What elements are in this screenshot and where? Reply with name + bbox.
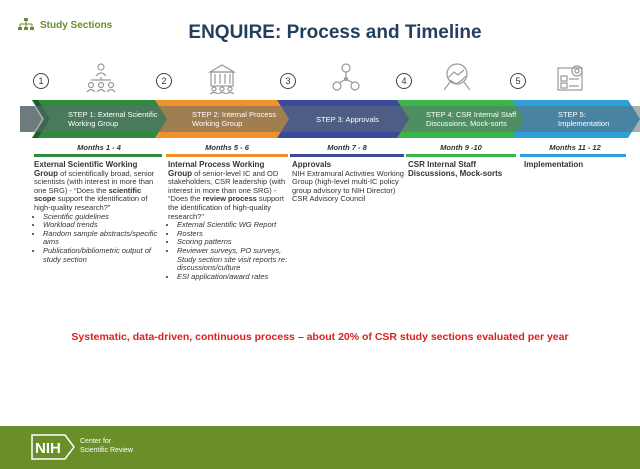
footer-line-2: Scientific Review (80, 447, 133, 454)
step-1-label-line2: Working Group (68, 119, 119, 128)
step-4-months: Month 9 -10 (440, 143, 482, 152)
slide-content: Study Sections ENQUIRE: Process and Time… (0, 0, 640, 426)
step-4-label: STEP 4: CSR Internal Staff Discussions, … (426, 110, 516, 128)
step-3-label: STEP 3: Approvals (316, 115, 379, 124)
column-2-heading: Internal Process Working Group (168, 160, 265, 178)
list-item: Random sample abstracts/specific aims (43, 229, 162, 247)
step-5-months: Months 11 - 12 (549, 143, 601, 152)
column-1-bold: scientific scope (34, 185, 142, 204)
step-3-number: 3 (280, 73, 296, 89)
step-3-bar (290, 154, 404, 157)
step-5-number: 5 (510, 73, 526, 89)
column-internal-wg: Internal Process Working Group of senior… (168, 160, 288, 281)
column-internal-staff: CSR Internal Staff Discussions, Mock-sor… (408, 160, 514, 178)
list-item: Publication/bibliometric output of study… (43, 246, 162, 264)
section-tag-label: Study Sections (40, 19, 113, 31)
page-title: ENQUIRE: Process and Timeline (188, 22, 482, 43)
column-2-bullets: External Scientific WG Report Rosters Sc… (168, 221, 288, 281)
list-item: External Scientific WG Report (177, 221, 288, 230)
step-4-label-line1: STEP 4: CSR Internal Staff (426, 110, 517, 119)
column-5-heading: Implementation (524, 160, 584, 169)
step-2-months: Months 5 - 6 (205, 143, 249, 152)
step-4-number: 4 (396, 73, 412, 89)
step-1-label: STEP 1: External Scientific Working Grou… (68, 110, 157, 128)
column-3-heading: Approvals (292, 160, 332, 169)
column-1-heading: External Scientific Working Group (34, 160, 138, 178)
step-1-number: 1 (33, 73, 49, 89)
list-item: Scientific guidelines (43, 212, 162, 222)
org-chart-icon (86, 63, 116, 93)
column-implementation: Implementation (524, 160, 628, 170)
step-5-bar (520, 154, 626, 157)
step-4-bar (406, 154, 516, 157)
step-icon-row: 1 2 3 (0, 60, 640, 100)
step-2-number: 2 (156, 73, 172, 89)
step-5-label-line2: Implementation (558, 119, 610, 128)
column-3-body-2: CSR Advisory Council (292, 194, 366, 204)
footer-bar: NIH Center for Scientific Review (0, 426, 640, 469)
tagline: Systematic, data-driven, continuous proc… (71, 331, 569, 343)
column-1-bullets: Scientific guidelines Workload trends Ra… (34, 212, 162, 265)
step-1-label-line1: STEP 1: External Scientific (68, 110, 158, 119)
footer-org-name: Center for Scientific Review (80, 437, 133, 455)
column-3-body: NIH Extramural Activities Working Group … (292, 168, 404, 195)
column-1-text-b: support the identification of high-quali… (34, 194, 148, 212)
list-item: Workload trends (43, 221, 162, 230)
step-1-bar (34, 154, 162, 157)
list-item: ESI application/award rates (177, 272, 288, 282)
column-2-text-a: of senior-level IC and OD stakeholders, … (168, 168, 286, 204)
step-5-label: STEP 5: Implementation (558, 110, 609, 128)
step-2-label-line1: STEP 2: Internal Process (192, 110, 277, 119)
list-item: Reviewer surveys, PO surveys, Study sect… (177, 246, 288, 273)
nih-logo: NIH (31, 434, 75, 460)
column-2-bold: review process (202, 194, 257, 204)
step-2-label: STEP 2: Internal Process Working Group (192, 110, 276, 128)
list-item: Scoring patterns (177, 238, 288, 247)
org-chart-small-icon (18, 18, 34, 30)
arrow-band (20, 106, 640, 132)
step-1-months: Months 1 - 4 (77, 143, 121, 152)
building-people-icon (207, 64, 237, 94)
network-people-icon (332, 63, 360, 91)
step-5-label-line1: STEP 5: (558, 110, 586, 119)
column-approvals: Approvals NIH Extramural Activities Work… (292, 160, 404, 204)
list-item: Rosters (177, 229, 288, 239)
column-2-text-b: support the identification of high-quali… (168, 194, 284, 221)
step-2-bar (166, 154, 288, 157)
column-4-heading: CSR Internal Staff Discussions, Mock-sor… (408, 160, 503, 178)
section-tag: Study Sections (18, 18, 112, 32)
column-1-text-a: of scientifically broad, senior scientis… (34, 168, 155, 195)
step-4-label-line2: Discussions, Mock-sorts (426, 119, 507, 128)
nih-logo-text: NIH (35, 440, 61, 457)
step-3-label-line1: STEP 3: Approvals (316, 115, 379, 124)
gear-board-icon (557, 65, 583, 91)
handshake-icon (443, 63, 471, 91)
column-external-wg: External Scientific Working Group of sci… (34, 160, 162, 265)
process-arrows (20, 100, 640, 138)
step-2-label-line2: Working Group (192, 119, 243, 128)
footer-line-1: Center for (80, 438, 112, 445)
step-3-months: Month 7 - 8 (327, 143, 367, 152)
